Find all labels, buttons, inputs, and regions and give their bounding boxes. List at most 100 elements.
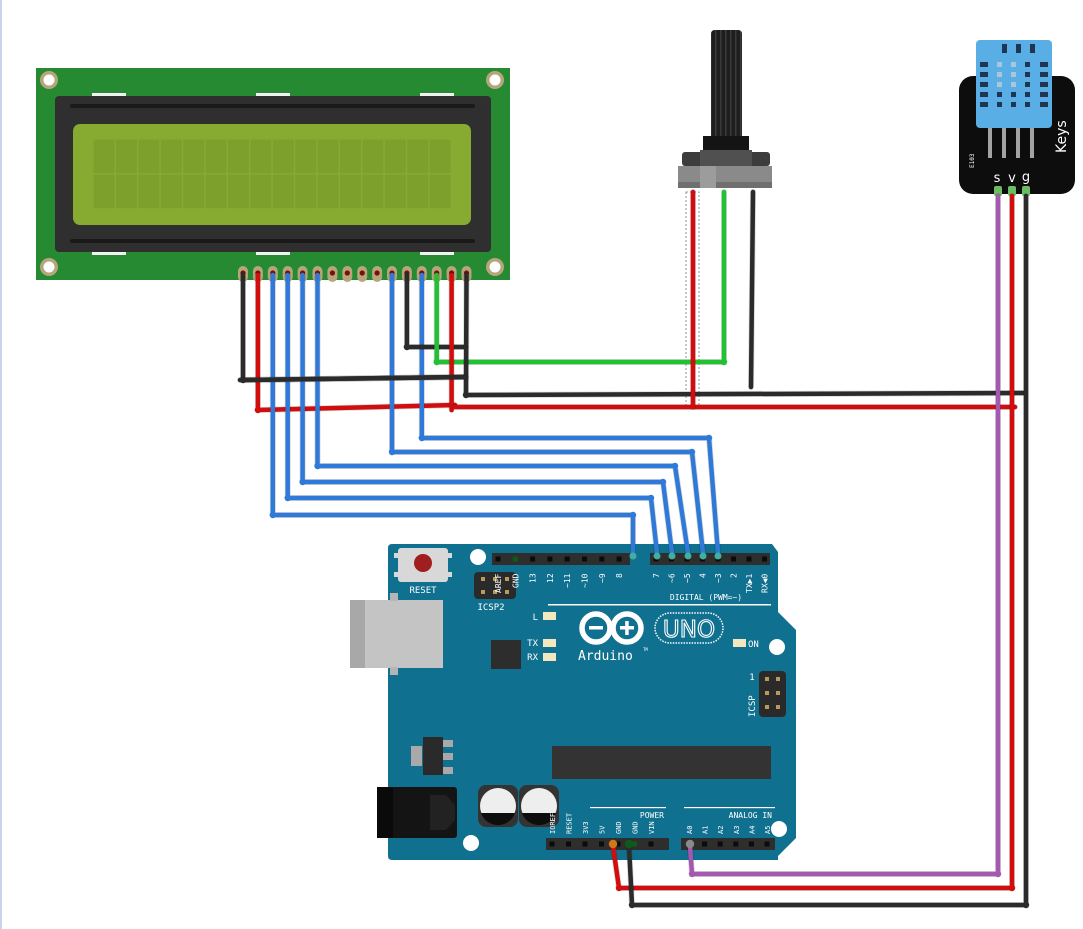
dht-vent — [1040, 92, 1048, 97]
lcd-char-cell — [116, 139, 137, 174]
pin-connector — [714, 552, 722, 560]
power-header — [546, 838, 669, 850]
lcd-char-cell — [384, 139, 406, 174]
lcd-char-cell — [116, 174, 137, 209]
reset-label: RESET — [409, 586, 437, 596]
digital-pin-2[interactable] — [731, 556, 736, 562]
dht-vent — [980, 102, 988, 107]
lcd-char-cell — [340, 174, 361, 209]
lcd-char-cell — [250, 174, 272, 209]
lcd-char-cell — [295, 139, 317, 174]
power-pin-GND[interactable] — [615, 841, 621, 847]
led-on-label: ON — [748, 640, 759, 650]
digital-pin-RX◀0[interactable] — [762, 556, 767, 562]
digital-pin-~10[interactable] — [582, 556, 587, 562]
wire-lcd-to-d6-outline — [299, 272, 675, 556]
lcd-char-cell — [138, 174, 160, 209]
lcd-screen — [73, 124, 471, 225]
dht-vent — [980, 72, 988, 77]
lcd-char-cell — [160, 139, 182, 174]
analog-pin-A2[interactable] — [717, 841, 723, 847]
dht-vent — [1030, 44, 1035, 53]
dht-vent — [1025, 82, 1030, 87]
analog-pin-A3[interactable] — [733, 841, 739, 847]
dht-vent — [997, 82, 1002, 87]
led-l-label: L — [533, 613, 538, 623]
analog-pin-A4[interactable] — [748, 841, 754, 847]
dht-vent — [1011, 92, 1016, 97]
lcd-module — [36, 68, 510, 282]
dht-vent — [1025, 102, 1030, 107]
digital-pin-12[interactable] — [547, 556, 553, 562]
reset-button[interactable] — [394, 548, 452, 582]
capacitor — [519, 785, 559, 827]
wire-lcd-to-d5-outline — [314, 272, 691, 556]
dht-vent — [1011, 62, 1016, 67]
wire-lcd-to-d6 — [300, 272, 675, 556]
digital-pin-13[interactable] — [530, 556, 536, 562]
wire-lcd-to-d4 — [389, 272, 706, 556]
power-pin-IOREF[interactable] — [549, 841, 555, 847]
pin-connector — [685, 839, 695, 849]
pin-connector — [653, 552, 661, 560]
dht-pin-label-s: s — [994, 171, 1001, 186]
wire-bend — [628, 901, 636, 909]
dht-pins — [988, 128, 1034, 158]
dht-vent — [980, 62, 988, 67]
wire-lcd-to-d7-outline — [284, 272, 660, 556]
dht-vent — [1025, 62, 1030, 67]
trademark: TM — [643, 647, 648, 652]
digital-pin-AREF[interactable] — [495, 556, 501, 562]
mount-hole — [771, 821, 787, 837]
digital-pin-~9[interactable] — [599, 556, 605, 562]
digital-label: DIGITAL (PWM=~) — [670, 593, 742, 602]
mount-hole — [463, 835, 479, 851]
analog-pin-label: A2 — [717, 826, 725, 834]
lcd-char-cell — [295, 174, 317, 209]
lcd-char-cell — [429, 174, 451, 209]
power-pin-RESET[interactable] — [566, 841, 571, 847]
digital-pin-label: 7 — [652, 573, 661, 578]
analog-pin-A1[interactable] — [702, 841, 708, 847]
lcd-char-cell — [160, 174, 182, 209]
digital-pin-TX▶1[interactable] — [746, 556, 752, 562]
power-pin-label: 5V — [599, 825, 607, 834]
dht-vent — [1040, 62, 1048, 67]
analog-pin-label: A4 — [748, 826, 756, 834]
dht-vent — [997, 62, 1002, 67]
led-tx — [543, 639, 556, 647]
atmega-chip — [552, 746, 771, 779]
analog-pin-A5[interactable] — [764, 841, 770, 847]
wire-lcd-to-d3 — [419, 272, 721, 556]
power-pin-GND[interactable] — [632, 841, 637, 847]
wire-dht-vcc-to-5v — [610, 193, 1015, 891]
digital-pin-~11[interactable] — [564, 556, 570, 562]
wire-lcd-backlight-gnd-outline — [463, 272, 1028, 398]
left-border — [0, 0, 2, 929]
dht-pin-pads — [994, 186, 1030, 196]
wire-bend — [688, 448, 696, 456]
wire-bend — [314, 462, 321, 470]
lcd-character-grid — [93, 139, 451, 209]
dht-small-label: E103 — [969, 153, 976, 168]
digital-header-left — [492, 553, 630, 565]
power-pin-3V3[interactable] — [582, 841, 588, 847]
led-rx — [543, 653, 556, 661]
dht-vent — [1040, 82, 1048, 87]
wire-lcd-to-d7 — [285, 272, 660, 556]
wire-bend — [615, 884, 623, 892]
icsp-pin1-label: 1 — [749, 673, 754, 683]
digital-pin-GND[interactable] — [512, 556, 518, 562]
wire-lcd-backlight-gnd — [463, 272, 1028, 398]
dht-vent — [997, 92, 1002, 97]
power-pin-VIN[interactable] — [648, 841, 654, 847]
power-pin-label: VIN — [648, 821, 656, 834]
dht-vent — [1016, 44, 1021, 53]
power-pin-5V[interactable] — [599, 841, 604, 847]
digital-pin-label: ~9 — [598, 573, 607, 583]
digital-pin-8[interactable] — [616, 556, 622, 562]
lcd-char-cell — [93, 174, 115, 209]
